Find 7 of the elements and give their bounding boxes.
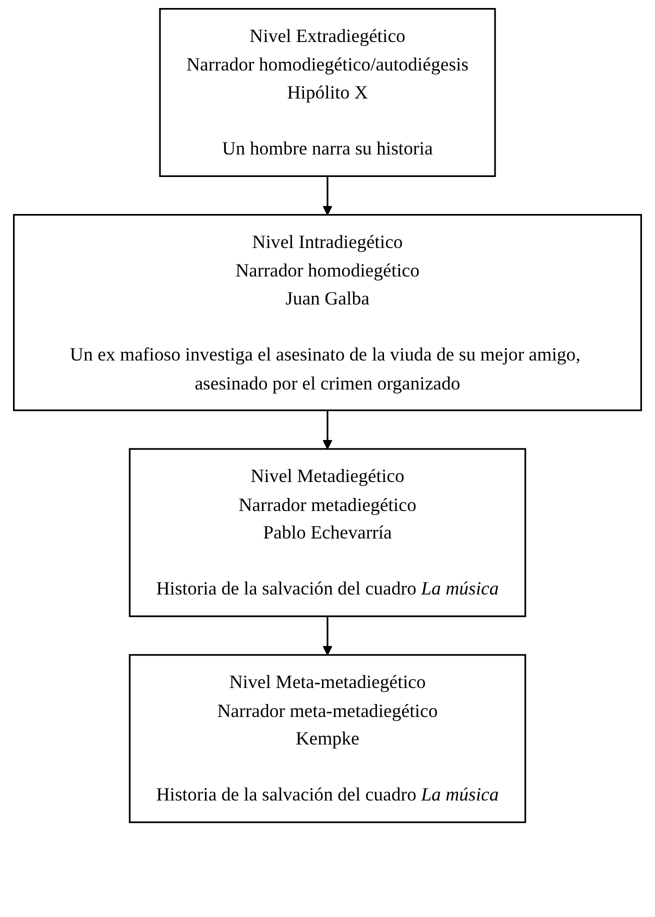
- arrow: [322, 616, 332, 656]
- node-box: Nivel Metadiegético Narrador metadiegético Pablo Echevarría Historia de la salvación del cuadro La música: [128, 448, 526, 618]
- node-box: Nivel Extradiegético Narrador homodiegético/autodiégesis Hipólito X Un hombre narra su historia: [159, 8, 496, 177]
- arrow: [322, 410, 332, 450]
- arrow: [322, 176, 332, 216]
- node-box: Nivel Intradiegético Narrador homodiegético Juan Galba Un ex mafioso investiga el asesinato de la viuda de su mejor amigo, asesinado por el crimen organizado: [13, 214, 642, 412]
- node-box: Nivel Meta-metadiegético Narrador meta-metadiegético Kempke Historia de la salvación del cuadro La música: [128, 654, 526, 824]
